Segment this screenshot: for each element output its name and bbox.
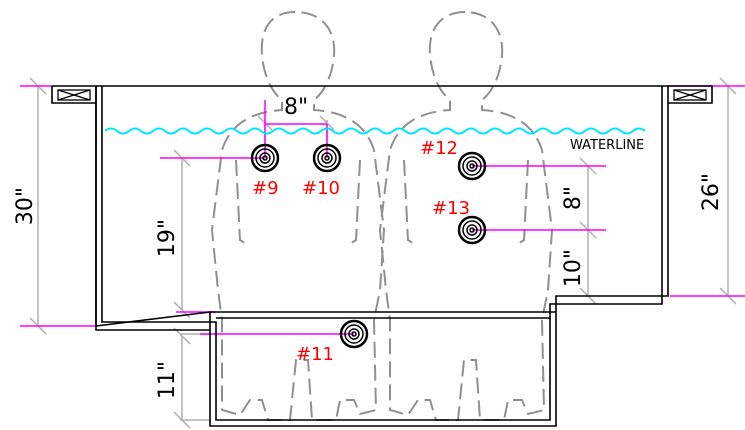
jet-12-label: #12	[420, 138, 458, 159]
jet-10-icon	[312, 143, 342, 173]
waterline	[104, 127, 646, 135]
dim-jet-height-from-seat: 19"	[155, 219, 180, 257]
dim-seat-depth: 26"	[699, 173, 724, 211]
jet-11-icon	[339, 319, 369, 349]
jet-13-label: #13	[432, 198, 470, 219]
dim-lower-jet-height: 10"	[561, 249, 586, 287]
dim-footwell-jet-height: 11"	[155, 361, 180, 399]
dim-total-height: 30"	[13, 187, 38, 225]
jet-10-label: #10	[302, 178, 340, 199]
dim-jet-spacing-horizontal: 8"	[284, 95, 308, 120]
spa-outline	[51, 85, 713, 427]
dim-jet-spacing-vertical: 8"	[561, 186, 586, 210]
jet-12-icon	[457, 151, 487, 181]
waterline-label: WATERLINE	[570, 138, 644, 153]
right-figure-silhouette	[378, 10, 554, 421]
coping-right	[673, 89, 707, 101]
jet-9-label: #9	[252, 178, 279, 199]
coping-left	[57, 89, 91, 101]
jet-13-icon	[457, 215, 487, 245]
jet-9-icon	[250, 143, 280, 173]
dimension-lines	[20, 85, 745, 335]
left-figure-silhouette	[210, 10, 386, 421]
jet-11-label: #11	[296, 344, 334, 365]
